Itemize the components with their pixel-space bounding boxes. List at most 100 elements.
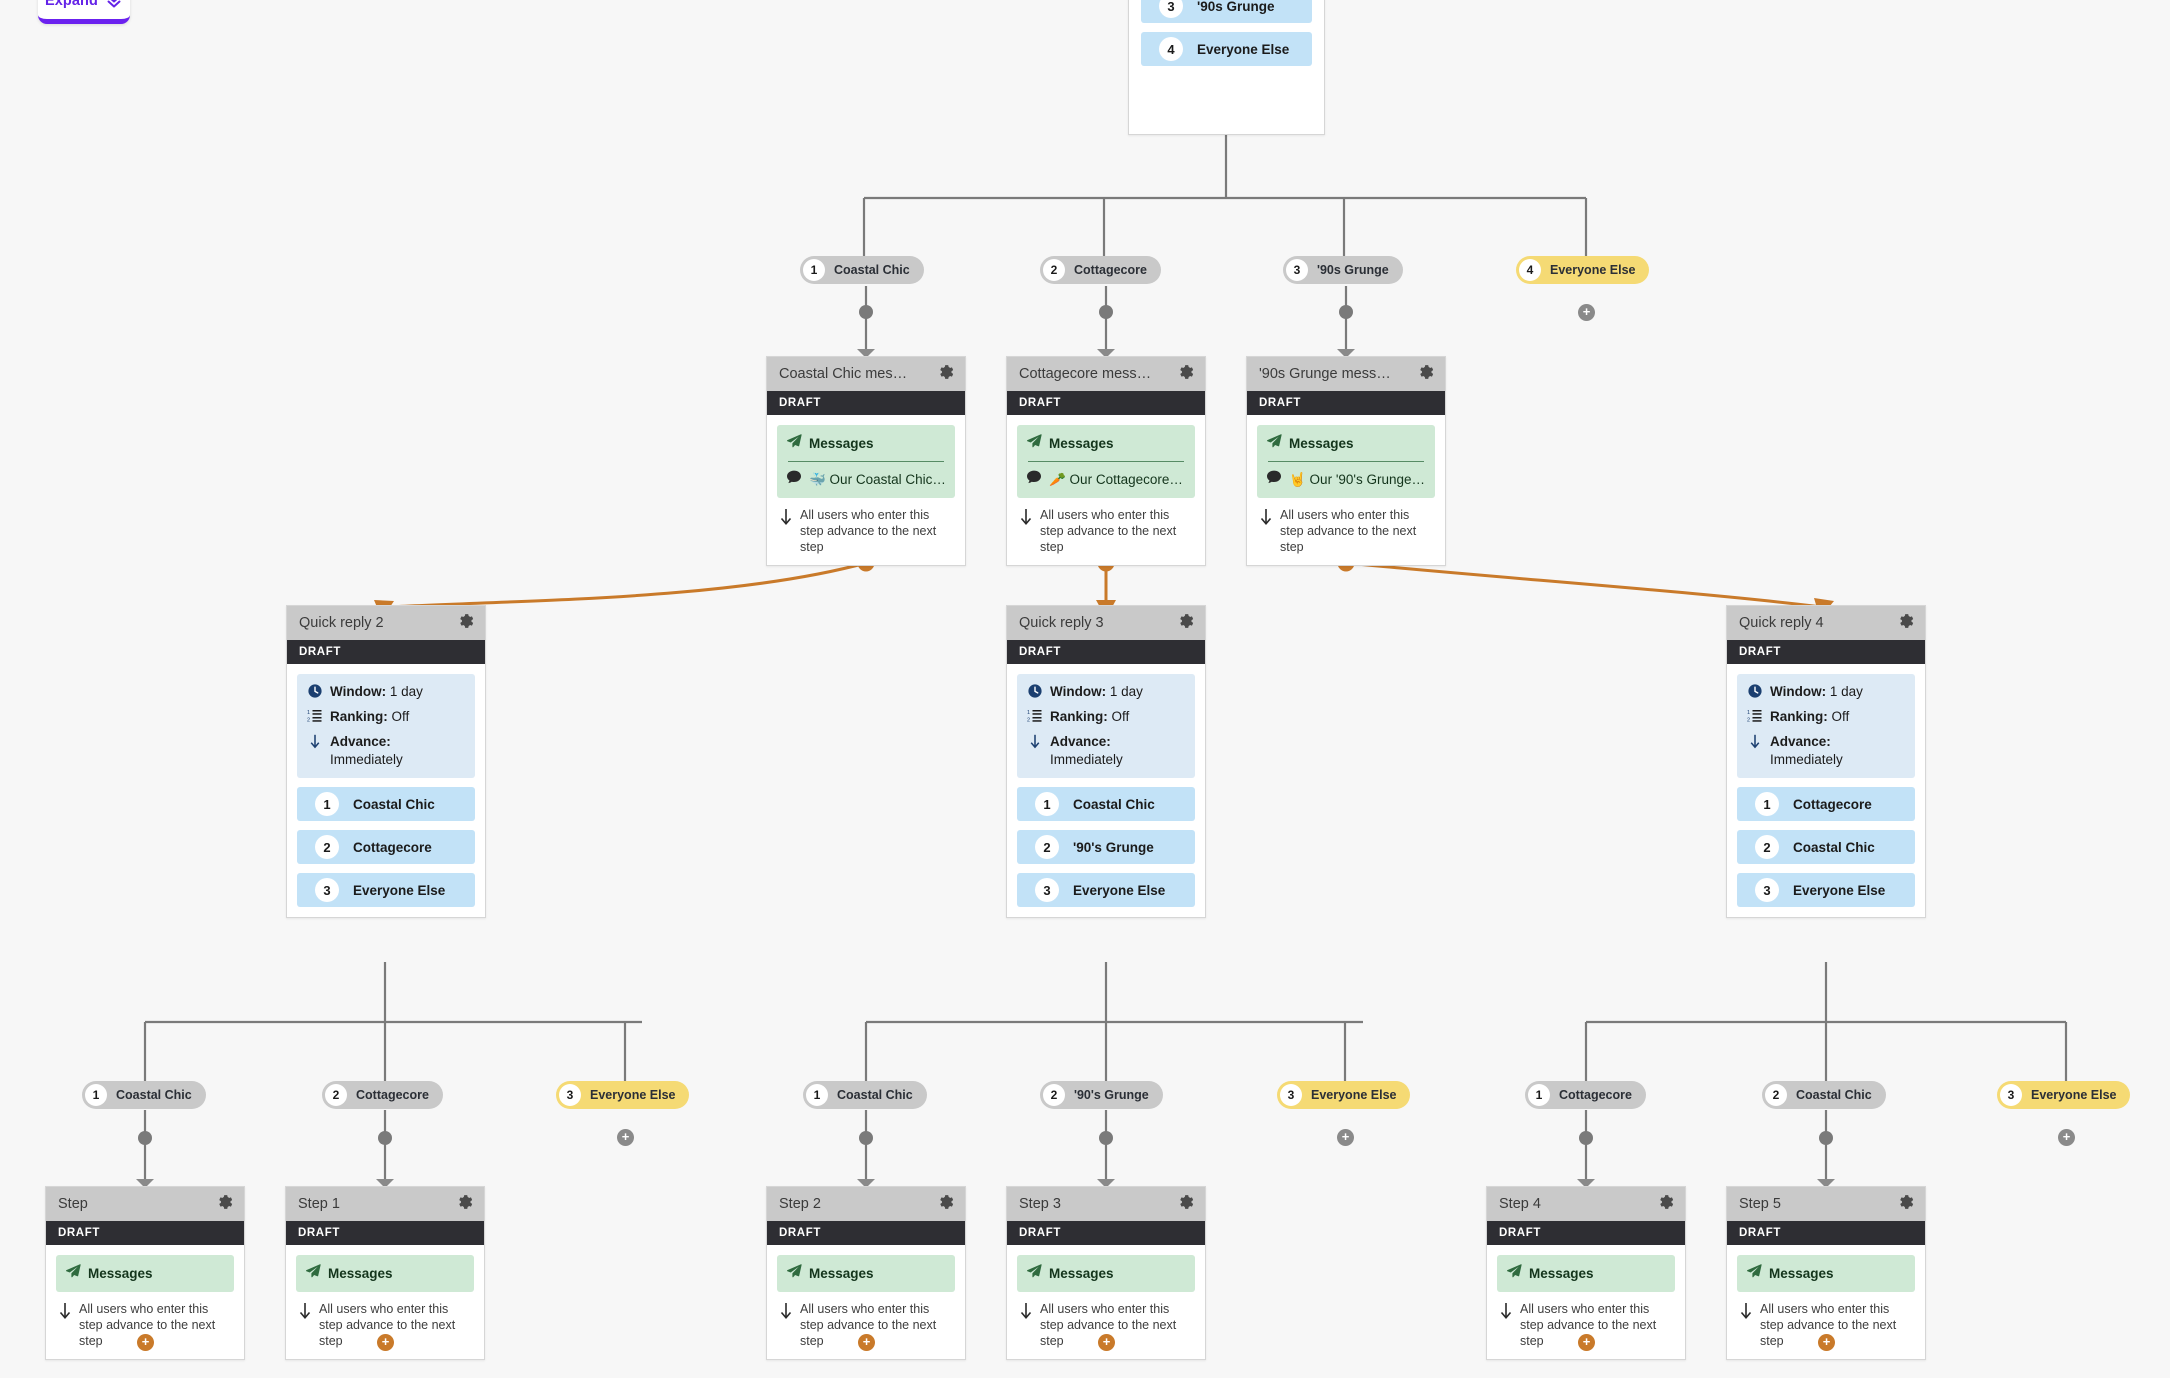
branch-pill-everyone-else[interactable]: 3 Everyone Else — [1277, 1081, 1411, 1109]
step-card-1[interactable]: Step 1 DRAFT Messages — [285, 1186, 485, 1360]
message-card-cottagecore[interactable]: Cottagecore mess… DRAFT Message — [1006, 356, 1206, 566]
messages-block[interactable]: Messages — [1017, 1255, 1195, 1292]
ranking-label: Ranking: — [330, 709, 388, 724]
branch-pill-everyone-else[interactable]: 3 Everyone Else — [1997, 1081, 2131, 1109]
expand-button[interactable]: Expand — [38, 0, 130, 24]
card-header[interactable]: Step — [46, 1187, 244, 1221]
branch-pill-90s-grunge[interactable]: 3 '90s Grunge — [1283, 256, 1403, 284]
send-icon — [305, 1263, 321, 1284]
quick-reply-card-2[interactable]: Quick reply 2 DRAFT Window: 1 day — [286, 605, 486, 919]
branch-pill-cottagecore[interactable]: 2 Cottagecore — [322, 1081, 443, 1109]
add-step-button[interactable]: + — [1578, 1334, 1595, 1351]
gear-icon[interactable] — [457, 612, 475, 635]
gear-icon[interactable] — [937, 1193, 955, 1216]
branch-pill-coastal-chic[interactable]: 2 Coastal Chic — [1762, 1081, 1886, 1109]
gear-icon[interactable] — [1417, 363, 1435, 386]
gear-icon[interactable] — [1177, 1193, 1195, 1216]
gear-icon[interactable] — [1657, 1193, 1675, 1216]
messages-block[interactable]: Messages — [296, 1255, 474, 1292]
card-header[interactable]: '90s Grunge mess… — [1247, 357, 1445, 391]
step-card-4[interactable]: Step 4 DRAFT Messages — [1486, 1186, 1686, 1360]
quick-reply-option[interactable]: 1 Cottagecore — [1737, 787, 1915, 822]
gear-icon[interactable] — [456, 1193, 474, 1216]
branch-pill-number: 1 — [806, 1084, 828, 1106]
add-step-button[interactable]: + — [137, 1334, 154, 1351]
messages-block[interactable]: Messages — [1497, 1255, 1675, 1292]
step-card-2[interactable]: Step 2 DRAFT Messages — [766, 1186, 966, 1360]
card-header[interactable]: Step 3 — [1007, 1187, 1205, 1221]
arrow-down-icon — [307, 733, 323, 756]
branch-pill-everyone-else[interactable]: 3 Everyone Else — [556, 1081, 690, 1109]
quick-reply-option[interactable]: 1 Coastal Chic — [297, 787, 475, 822]
messages-block[interactable]: Messages 🐳 Our Coastal Chic… — [777, 425, 955, 498]
gear-icon[interactable] — [1177, 363, 1195, 386]
card-header[interactable]: Step 5 — [1727, 1187, 1925, 1221]
advance-text: All users who enter this step advance to… — [1040, 508, 1177, 554]
draft-badge: DRAFT — [286, 1221, 484, 1245]
messages-block[interactable]: Messages 🥕 Our Cottagecore … — [1017, 425, 1195, 498]
message-card-coastal-chic[interactable]: Coastal Chic mes… DRAFT Message — [766, 356, 966, 566]
edge-dot — [1579, 1131, 1593, 1145]
card-header[interactable]: Step 1 — [286, 1187, 484, 1221]
quick-reply-option[interactable]: 2 Coastal Chic — [1737, 830, 1915, 865]
branch-pill-coastal-chic[interactable]: 1 Coastal Chic — [803, 1081, 927, 1109]
branch-pill-coastal-chic[interactable]: 1 Coastal Chic — [800, 256, 924, 284]
step-card-3[interactable]: Step 3 DRAFT Messages — [1006, 1186, 1206, 1360]
root-option[interactable]: 4 Everyone Else — [1141, 32, 1312, 66]
card-header[interactable]: Quick reply 2 — [287, 606, 485, 640]
card-header[interactable]: Step 4 — [1487, 1187, 1685, 1221]
add-step-button[interactable]: + — [2058, 1129, 2075, 1146]
quick-reply-option[interactable]: 2 Cottagecore — [297, 830, 475, 865]
option-label: Coastal Chic — [1793, 839, 1875, 855]
gear-icon[interactable] — [1897, 612, 1915, 635]
branch-pill-90s-grunge[interactable]: 2 '90's Grunge — [1040, 1081, 1163, 1109]
card-header[interactable]: Coastal Chic mes… — [767, 357, 965, 391]
branch-pill-everyone-else[interactable]: 4 Everyone Else — [1516, 256, 1650, 284]
advance-text: All users who enter this step advance to… — [319, 1302, 456, 1348]
messages-block[interactable]: Messages — [56, 1255, 234, 1292]
card-title: Step 4 — [1499, 1196, 1541, 1212]
svg-text:1: 1 — [307, 710, 310, 716]
card-header[interactable]: Quick reply 3 — [1007, 606, 1205, 640]
message-card-90s-grunge[interactable]: '90s Grunge mess… DRAFT Message — [1246, 356, 1446, 566]
add-step-button[interactable]: + — [1337, 1129, 1354, 1146]
messages-block[interactable]: Messages 🤘 Our '90's Grunge … — [1257, 425, 1435, 498]
quick-reply-option[interactable]: 3 Everyone Else — [1017, 873, 1195, 908]
quick-reply-option[interactable]: 1 Coastal Chic — [1017, 787, 1195, 822]
add-step-button[interactable]: + — [377, 1334, 394, 1351]
quick-reply-option[interactable]: 3 Everyone Else — [1737, 873, 1915, 908]
gear-icon[interactable] — [1177, 612, 1195, 635]
messages-block[interactable]: Messages — [1737, 1255, 1915, 1292]
draft-label: DRAFT — [298, 1227, 340, 1239]
gear-icon[interactable] — [1897, 1193, 1915, 1216]
option-number: 2 — [1755, 835, 1779, 860]
card-header[interactable]: Step 2 — [767, 1187, 965, 1221]
gear-icon[interactable] — [937, 363, 955, 386]
add-step-button[interactable]: + — [858, 1334, 875, 1351]
branch-pill-cottagecore[interactable]: 2 Cottagecore — [1040, 256, 1161, 284]
root-option-number: 4 — [1159, 37, 1183, 61]
gear-icon[interactable] — [216, 1193, 234, 1216]
add-step-button[interactable]: + — [1818, 1334, 1835, 1351]
branch-pill-cottagecore[interactable]: 1 Cottagecore — [1525, 1081, 1646, 1109]
step-card-5[interactable]: Step 5 DRAFT Messages — [1726, 1186, 1926, 1360]
quick-reply-option[interactable]: 2 '90's Grunge — [1017, 830, 1195, 865]
svg-text:2: 2 — [307, 718, 310, 724]
card-header[interactable]: Cottagecore mess… — [1007, 357, 1205, 391]
branch-pill-coastal-chic[interactable]: 1 Coastal Chic — [82, 1081, 206, 1109]
option-label: Cottagecore — [1793, 796, 1872, 812]
card-header[interactable]: Quick reply 4 — [1727, 606, 1925, 640]
add-step-button[interactable]: + — [1578, 304, 1595, 321]
add-step-button[interactable]: + — [1098, 1334, 1115, 1351]
advance-label: Advance: — [1770, 734, 1831, 749]
quick-reply-card-3[interactable]: Quick reply 3 DRAFT Window: 1 day — [1006, 605, 1206, 919]
add-step-button[interactable]: + — [617, 1129, 634, 1146]
root-node-card[interactable]: 3 '90s Grunge 4 Everyone Else — [1128, 0, 1325, 135]
root-option[interactable]: 3 '90s Grunge — [1141, 0, 1312, 23]
messages-block[interactable]: Messages — [777, 1255, 955, 1292]
quick-reply-option[interactable]: 3 Everyone Else — [297, 873, 475, 908]
quick-reply-card-4[interactable]: Quick reply 4 DRAFT Window: 1 day — [1726, 605, 1926, 919]
window-value: 1 day — [389, 684, 423, 699]
step-card-0[interactable]: Step DRAFT Messages — [45, 1186, 245, 1360]
